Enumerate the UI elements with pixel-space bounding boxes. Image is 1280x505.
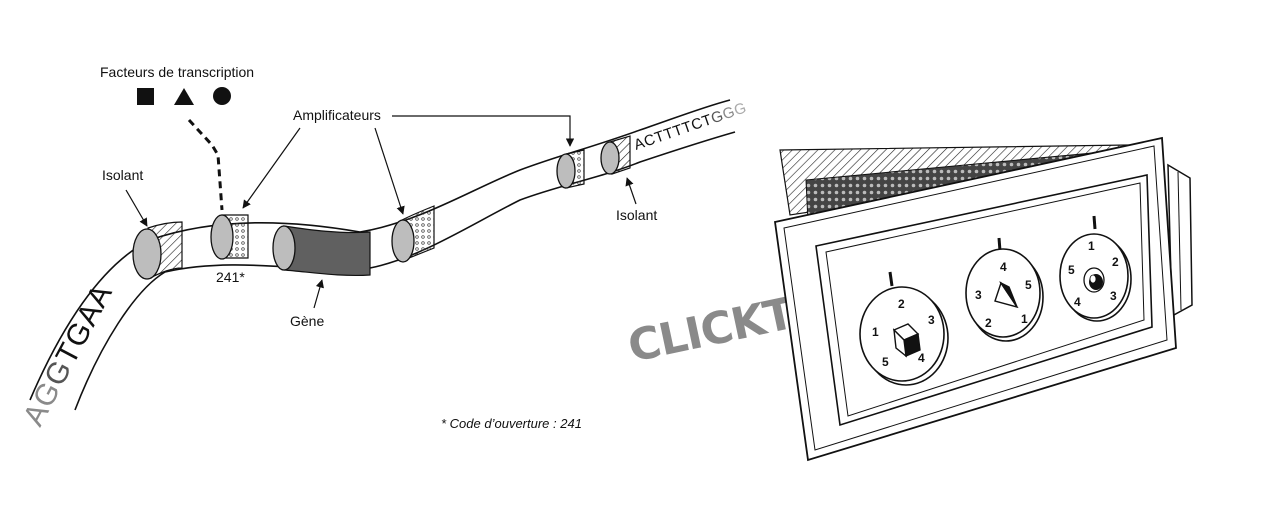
- svg-text:2: 2: [985, 316, 992, 330]
- code-mark-label: 241*: [216, 269, 245, 285]
- insulator-left-band: [132, 221, 183, 280]
- dial-1[interactable]: 2 1 3 4 5: [859, 271, 949, 386]
- circle-icon: [1083, 267, 1105, 293]
- square-icon: [137, 88, 154, 105]
- svg-text:3: 3: [928, 313, 935, 327]
- svg-text:5: 5: [1025, 278, 1032, 292]
- enhancer-arrow-2: [374, 127, 405, 215]
- circle-icon: [213, 87, 231, 105]
- cube-icon: [892, 323, 921, 358]
- dial-2[interactable]: 4 5 1 2 3: [965, 237, 1044, 342]
- sequence-left-text: AGGTGAA: [17, 279, 119, 432]
- footnote: * Code d’ouverture : 241: [441, 416, 582, 431]
- sequence-right-text: ACTTTTCTGGG: [632, 99, 749, 154]
- svg-text:2: 2: [898, 297, 905, 311]
- insulator-right-label: Isolant: [616, 207, 657, 223]
- enhancer-241-band: [210, 214, 249, 260]
- insulator-right-band: [600, 135, 631, 175]
- gene-band: [272, 225, 371, 277]
- enhancer-arrow-3: [392, 115, 575, 147]
- svg-text:5: 5: [882, 355, 889, 369]
- sequence-right: ACTTTTCTGGG: [632, 99, 749, 154]
- enhancer-arrow-1: [242, 127, 301, 209]
- enhancer-right-band: [556, 149, 585, 189]
- enhancers-label: Amplificateurs: [293, 107, 381, 123]
- dial-3[interactable]: 1 2 3 4 5: [1059, 215, 1132, 322]
- enhancer-middle-band: [391, 205, 435, 263]
- svg-text:5: 5: [1068, 263, 1075, 277]
- gene-label: Gène: [290, 313, 324, 329]
- sequence-left: AGGTGAA: [17, 279, 119, 432]
- insulator-right-arrow: [625, 177, 637, 205]
- svg-text:3: 3: [975, 288, 982, 302]
- svg-text:4: 4: [1000, 260, 1007, 274]
- dial-1-marker: [888, 271, 894, 287]
- svg-text:2: 2: [1112, 255, 1119, 269]
- triangle-icon: [174, 88, 194, 105]
- svg-text:4: 4: [1074, 295, 1081, 309]
- gene-arrow: [313, 279, 324, 309]
- transcription-factors-label: Facteurs de transcription: [100, 64, 254, 80]
- dial-3-marker: [1092, 215, 1097, 230]
- insulator-left-arrow: [125, 189, 148, 227]
- insulator-left-label: Isolant: [102, 167, 143, 183]
- svg-text:1: 1: [1088, 239, 1095, 253]
- svg-text:3: 3: [1110, 289, 1117, 303]
- svg-text:1: 1: [1021, 312, 1028, 326]
- triangle-icon: [994, 281, 1019, 309]
- factor-binding-path: [187, 118, 224, 211]
- svg-text:4: 4: [918, 351, 925, 365]
- svg-text:1: 1: [872, 325, 879, 339]
- safe: 2 1 3 4 5 4 5 1 2 3: [773, 136, 1193, 462]
